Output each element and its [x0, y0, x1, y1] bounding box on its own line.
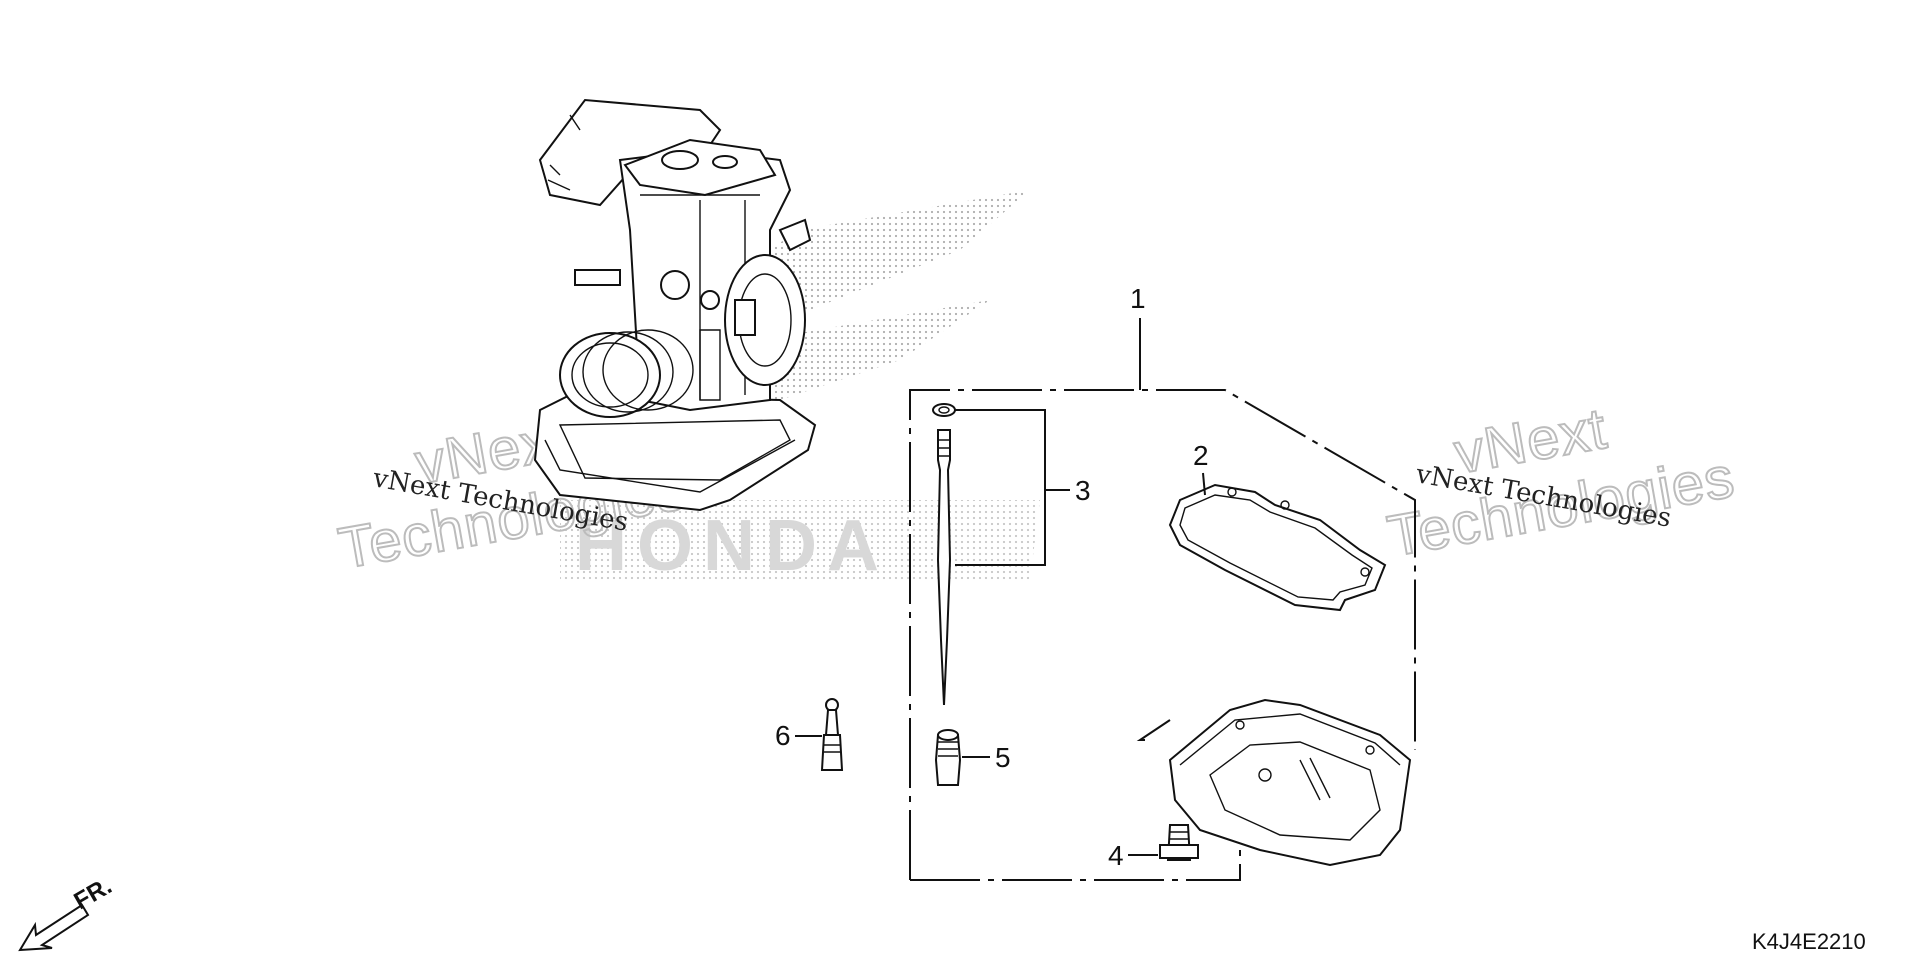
callout-4[interactable]: 4 — [1108, 840, 1158, 871]
callout-6-label: 6 — [775, 720, 791, 751]
callout-3[interactable]: 3 — [955, 409, 1091, 566]
float-bowl — [1168, 698, 1412, 867]
callout-2-label: 2 — [1193, 440, 1209, 471]
honda-logo-text: HONDA — [575, 506, 889, 586]
diagram-id: K4J4E2210 — [1752, 929, 1866, 954]
callout-3-label: 3 — [1075, 475, 1091, 506]
callout-1-label: 1 — [1130, 283, 1146, 314]
part-2-gasket[interactable] — [1168, 483, 1387, 612]
part-4-drain-screw[interactable] — [1159, 824, 1199, 861]
callout-1[interactable]: 1 — [1130, 283, 1146, 390]
callout-2[interactable]: 2 — [1193, 440, 1209, 496]
callout-5[interactable]: 5 — [962, 742, 1011, 773]
front-arrow-icon — [18, 903, 90, 952]
callout-5-label: 5 — [995, 742, 1011, 773]
part-6-slow-jet[interactable] — [820, 698, 844, 771]
callout-6[interactable]: 6 — [775, 720, 822, 751]
carburetor-assembly-illustration — [533, 98, 817, 512]
kit-group-outline — [909, 389, 1416, 881]
front-direction-indicator: FR. — [18, 872, 116, 952]
part-5-main-jet[interactable] — [934, 729, 962, 786]
callout-4-label: 4 — [1108, 840, 1124, 871]
